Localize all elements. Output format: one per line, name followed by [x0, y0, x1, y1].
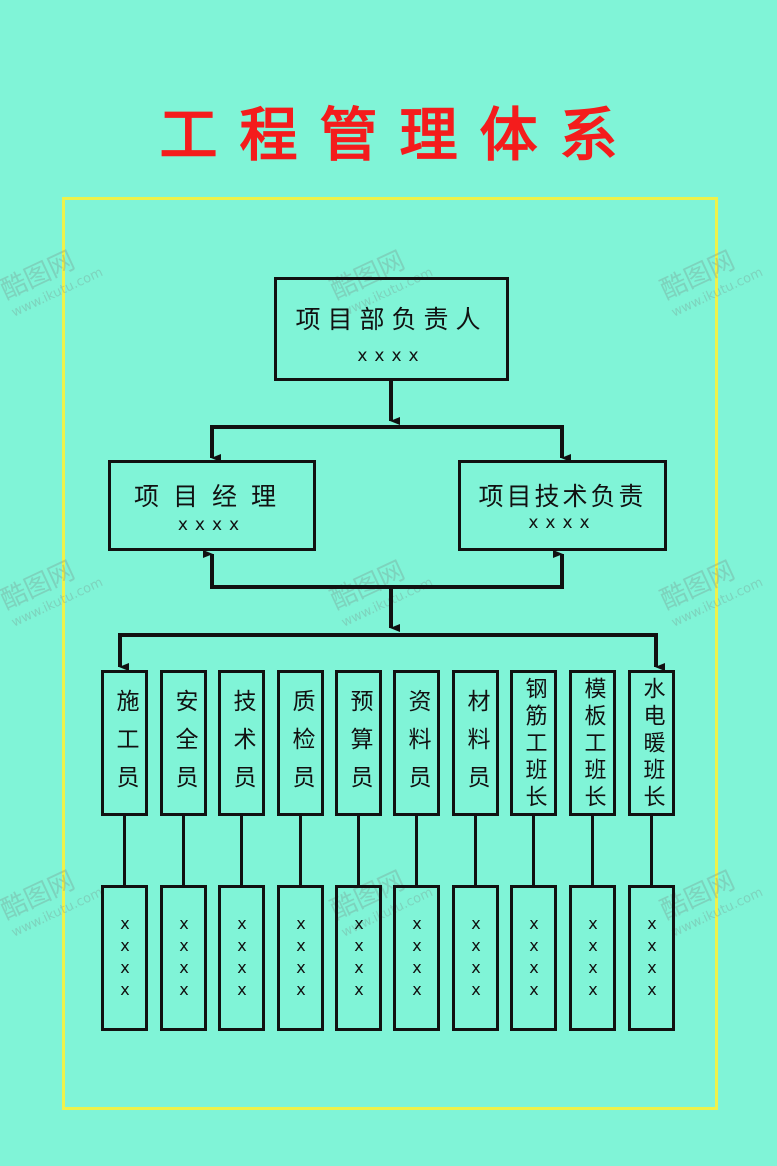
- role-box: 技术员: [218, 670, 265, 816]
- role-value: xxxx: [174, 914, 194, 1002]
- role-value: xxxx: [407, 914, 427, 1002]
- role-box: 水电暖班长: [628, 670, 675, 816]
- role-value-box: xxxx: [628, 885, 675, 1031]
- role-value: xxxx: [291, 914, 311, 1002]
- role-value-box: xxxx: [335, 885, 382, 1031]
- role-box: 质检员: [277, 670, 324, 816]
- box-label: 项目经理: [133, 482, 290, 511]
- role-box: 模板工班长: [569, 670, 616, 816]
- role-value: xxxx: [524, 914, 544, 1002]
- role-value: xxxx: [642, 914, 662, 1002]
- role-value-box: xxxx: [510, 885, 557, 1031]
- box-value: xxxx: [357, 346, 426, 366]
- role-value: xxxx: [583, 914, 603, 1002]
- box-label: 项目技术负责: [478, 482, 647, 511]
- chart-frame: [62, 197, 718, 1110]
- role-value-box: xxxx: [101, 885, 148, 1031]
- role-label: 资料员: [404, 689, 430, 803]
- role-label: 水电暖班长: [639, 677, 665, 812]
- role-label: 预算员: [346, 689, 372, 803]
- role-value-box: xxxx: [452, 885, 499, 1031]
- role-label: 钢筋工班长: [521, 677, 547, 812]
- page-title: 工程管理体系: [159, 101, 640, 169]
- role-box: 施工员: [101, 670, 148, 816]
- role-value-box: xxxx: [393, 885, 440, 1031]
- role-box: 材料员: [452, 670, 499, 816]
- box-project-head: 项目部负责人 xxxx: [274, 277, 509, 381]
- role-label: 技术员: [229, 689, 255, 803]
- role-value-box: xxxx: [569, 885, 616, 1031]
- role-value-box: xxxx: [277, 885, 324, 1031]
- role-box: 安全员: [160, 670, 207, 816]
- role-value: xxxx: [115, 914, 135, 1002]
- role-label: 模板工班长: [580, 677, 606, 812]
- role-box: 钢筋工班长: [510, 670, 557, 816]
- role-label: 材料员: [463, 689, 489, 803]
- box-technical-lead: 项目技术负责 xxxx: [458, 460, 667, 551]
- role-value-box: xxxx: [218, 885, 265, 1031]
- role-value: xxxx: [466, 914, 486, 1002]
- role-label: 施工员: [112, 689, 138, 803]
- role-box: 预算员: [335, 670, 382, 816]
- role-value: xxxx: [232, 914, 252, 1002]
- role-label: 安全员: [171, 689, 197, 803]
- role-label: 质检员: [288, 689, 314, 803]
- box-label: 项目部负责人: [295, 305, 488, 334]
- role-value-box: xxxx: [160, 885, 207, 1031]
- role-value: xxxx: [349, 914, 369, 1002]
- role-box: 资料员: [393, 670, 440, 816]
- box-project-manager: 项目经理 xxxx: [108, 460, 316, 551]
- box-value: xxxx: [177, 515, 247, 535]
- box-value: xxxx: [528, 513, 597, 533]
